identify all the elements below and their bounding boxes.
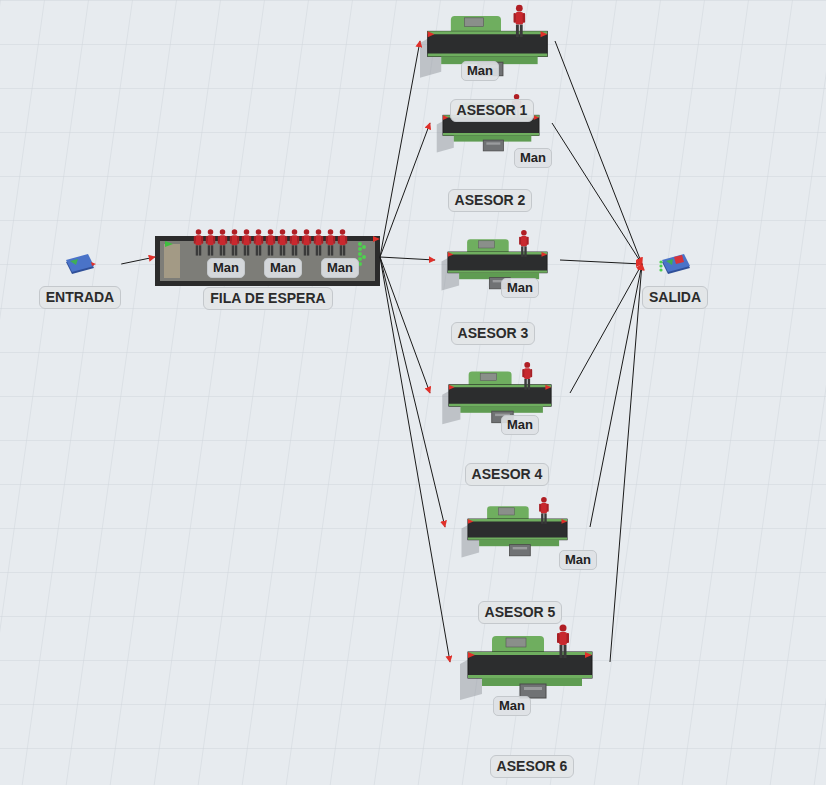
connection-line (590, 264, 642, 527)
processor-icon (460, 625, 592, 701)
operator-label: Man (493, 696, 531, 716)
object-label: ASESOR 1 (450, 99, 535, 122)
sink-icon (659, 254, 690, 274)
source-object: ENTRADA (39, 250, 121, 309)
queue-icon (155, 229, 380, 286)
object-label: ASESOR 6 (490, 755, 575, 778)
connection-line (380, 257, 445, 527)
processor-icon (462, 497, 568, 557)
object-label: ASESOR 5 (478, 601, 563, 624)
connection-line (380, 123, 430, 257)
operator-label: Man (514, 148, 552, 168)
connection-line (610, 264, 642, 662)
operator-label: Man (207, 258, 245, 278)
connection-line (555, 41, 642, 264)
operator-label: Man (501, 415, 539, 435)
operator-label: Man (559, 550, 597, 570)
source-icon (66, 254, 96, 274)
sink-object: SALIDA (642, 250, 708, 309)
connection-line (570, 264, 642, 393)
processor-object: ASESOR 3 (435, 228, 560, 345)
connection-line (560, 260, 642, 264)
connection-line (121, 257, 155, 264)
operator-label: Man (461, 61, 499, 81)
connection-line (380, 41, 420, 257)
processor-icon (437, 94, 539, 153)
object-label: FILA DE ESPERA (203, 287, 332, 310)
processor-object: ASESOR 4 (430, 360, 570, 486)
object-label: SALIDA (642, 286, 708, 309)
connection-line (380, 257, 450, 662)
object-label: ENTRADA (39, 286, 121, 309)
connection-line (380, 257, 435, 260)
connection-line (552, 123, 642, 264)
object-label: ASESOR 3 (451, 322, 536, 345)
operator-label: Man (321, 258, 359, 278)
operator-label: Man (501, 278, 539, 298)
operator-label: Man (264, 258, 302, 278)
connection-line (380, 257, 430, 393)
object-label: ASESOR 2 (448, 189, 533, 212)
object-label: ASESOR 4 (465, 463, 550, 486)
